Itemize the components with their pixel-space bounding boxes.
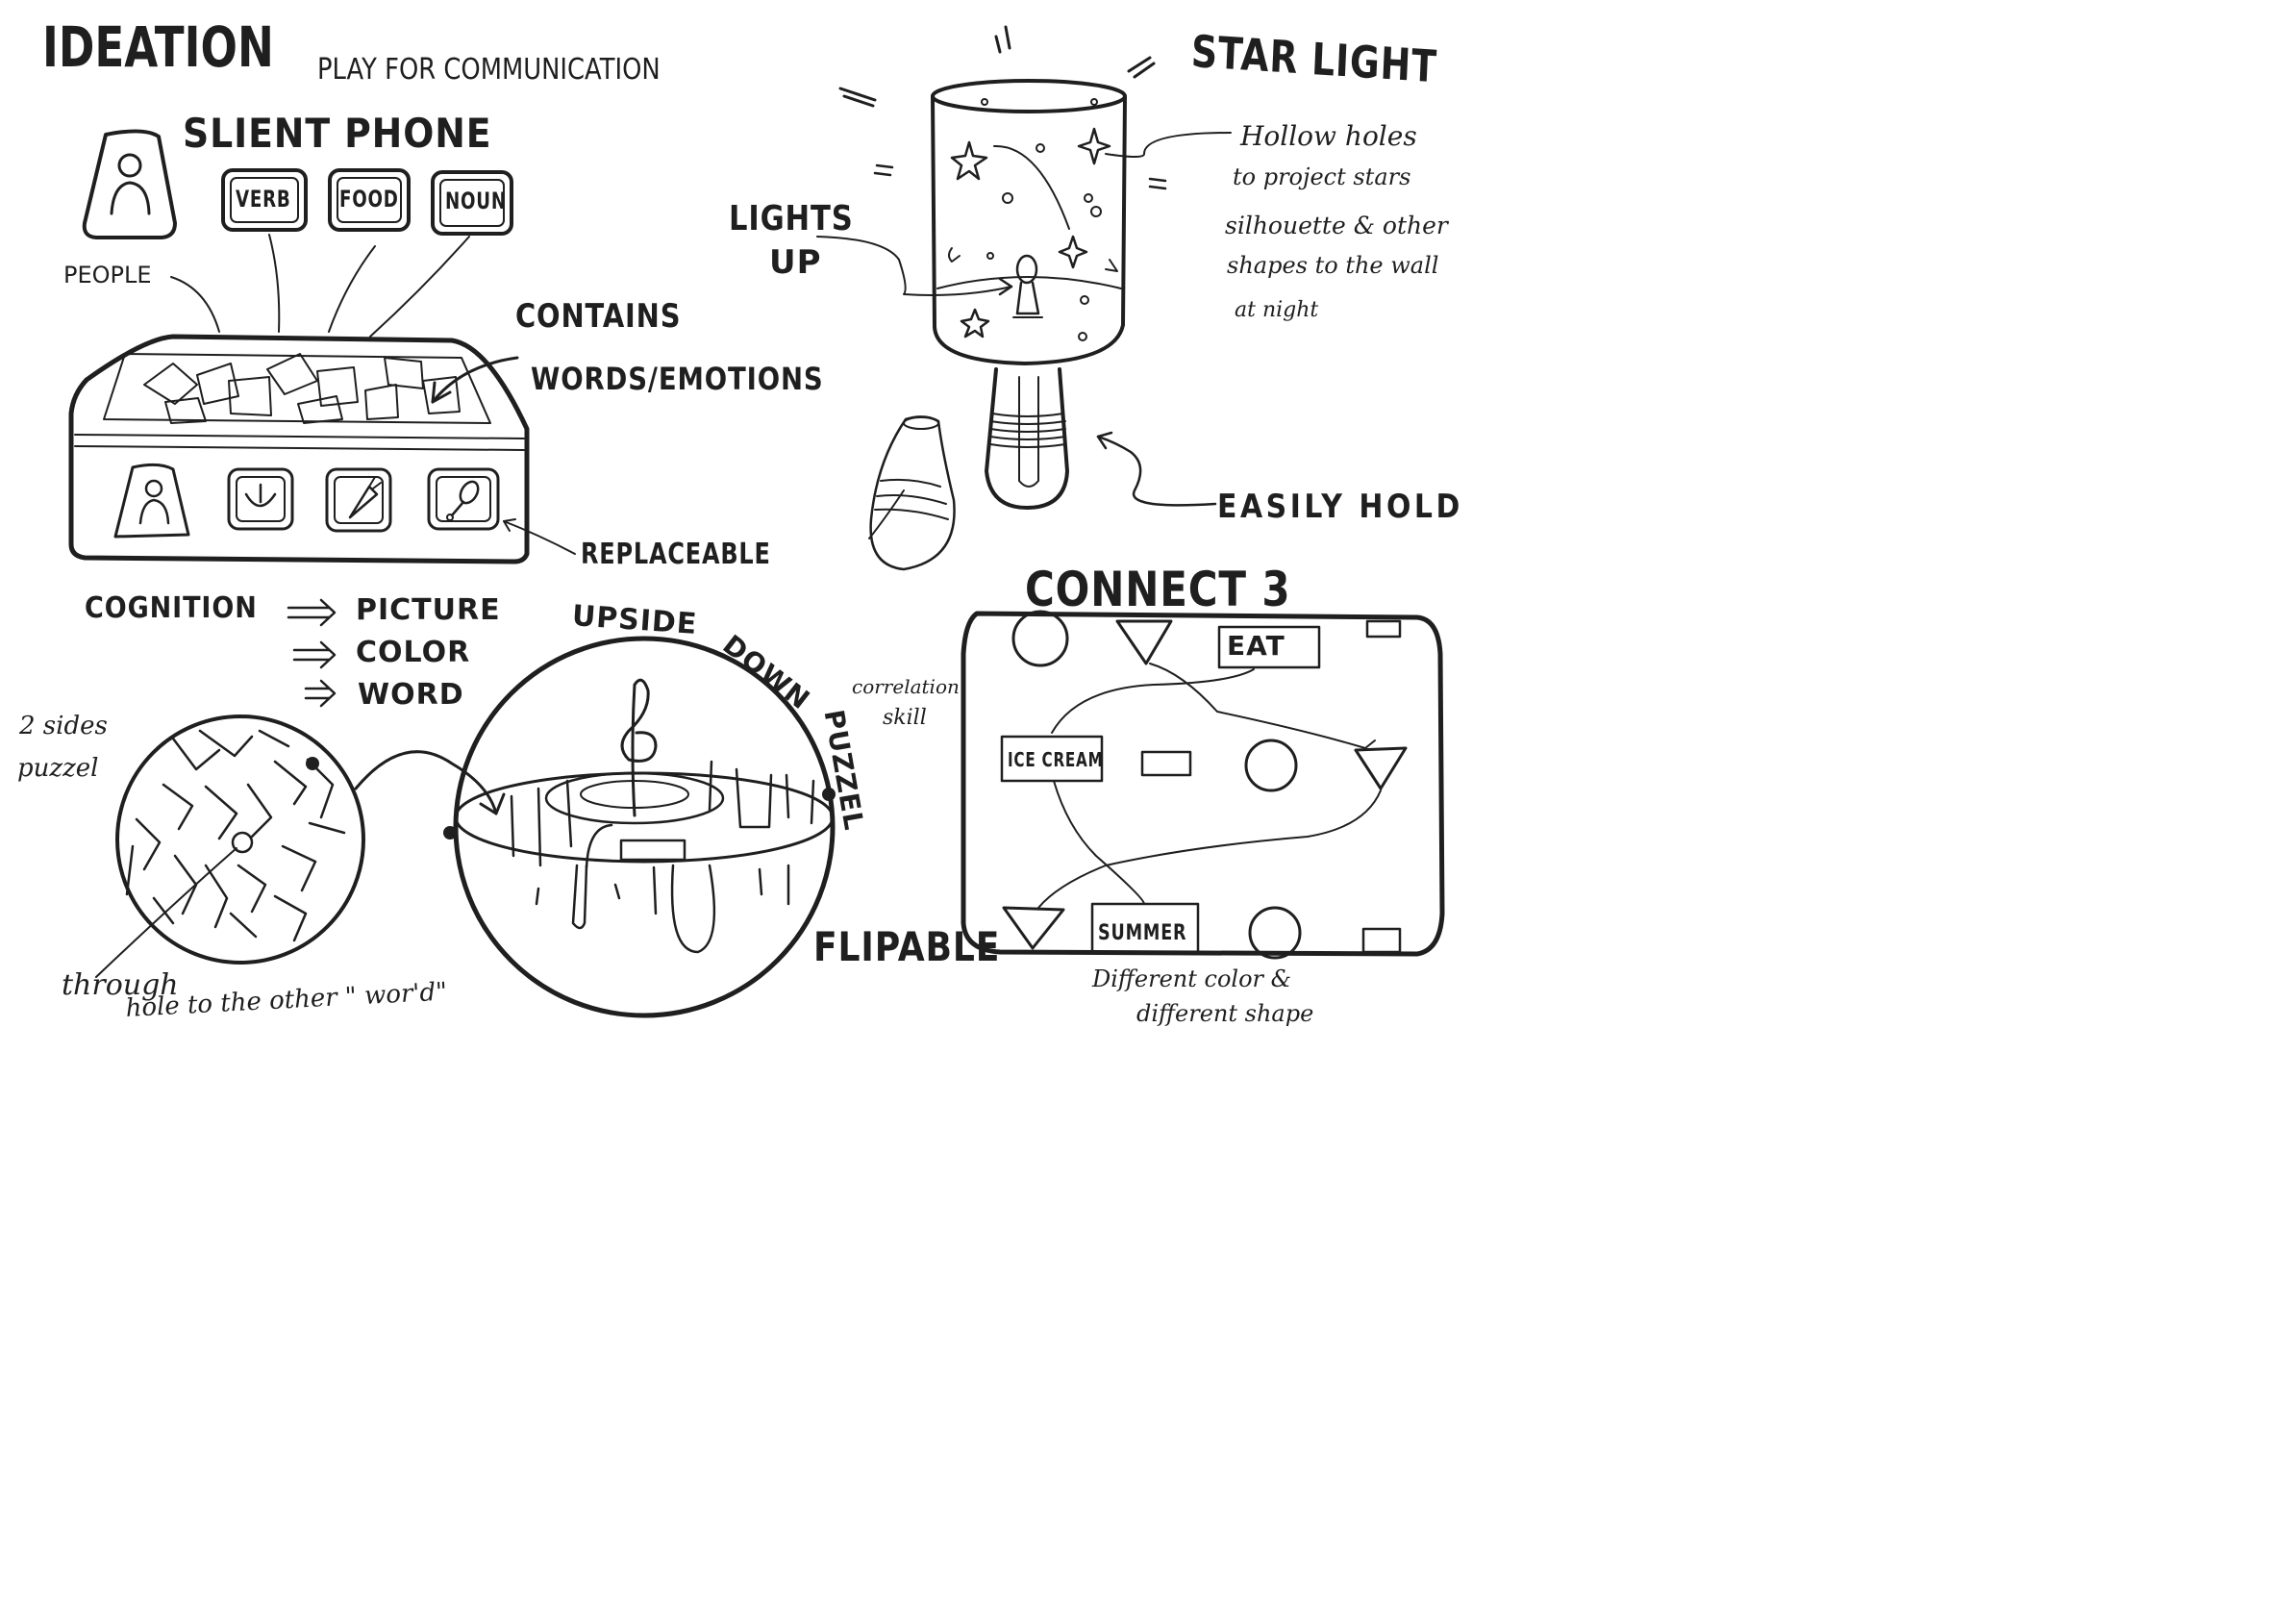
card-summer-label: SUMMER <box>1098 921 1187 945</box>
verb-card <box>221 168 308 232</box>
cognition-item-picture: PICTURE <box>356 593 501 627</box>
carrot-icon <box>348 485 379 519</box>
connect3-board <box>961 610 1445 960</box>
page-title: IDEATION <box>42 14 274 80</box>
two-sides-puzzle <box>95 714 365 978</box>
cognition-item-word: WORD <box>358 678 464 712</box>
person-icon <box>117 153 142 178</box>
sketch-canvas: IDEATION PLAY FOR COMMUNICATION SLIENT P… <box>0 0 1484 1054</box>
correlation-label: correlation <box>852 675 960 698</box>
card-ice-cream-label: ICE CREAM <box>1008 748 1104 771</box>
sketch-drawing <box>68 25 1445 1018</box>
person-button <box>113 463 190 539</box>
silent-phone-sketch <box>68 129 576 564</box>
treble-clef-icon <box>620 678 658 817</box>
card-eat-label: EAT <box>1227 630 1285 662</box>
puzzle-arrow <box>354 750 498 815</box>
smile-button <box>227 467 294 531</box>
easily-hold-label: EASILY HOLD <box>1217 488 1463 526</box>
people-label: PEOPLE <box>63 262 152 288</box>
upside-down-puzzle <box>443 636 836 1018</box>
upside-label: UPSIDE <box>570 599 699 642</box>
lights-up-label-2: UP <box>769 243 822 282</box>
drumstick-button <box>427 467 500 531</box>
food-card <box>328 168 411 232</box>
cognition-label: COGNITION <box>85 591 258 625</box>
two-sides-label-2: puzzel <box>17 754 99 783</box>
starlight-note-4: shapes to the wall <box>1227 252 1439 279</box>
connect3-title: CONNECT 3 <box>1025 562 1291 617</box>
starlight-lamp <box>816 25 1232 571</box>
through-label-1: through <box>62 968 179 1002</box>
cognition-item-color: COLOR <box>356 636 471 669</box>
cognition-arrows <box>287 598 337 708</box>
skill-label: skill <box>883 706 927 730</box>
noun-card <box>431 170 513 236</box>
smile-icon <box>244 492 277 508</box>
starlight-note-1: Hollow holes <box>1240 120 1417 152</box>
food-label: FOOD <box>339 186 399 213</box>
lights-up-label-1: LIGHTS <box>729 199 854 238</box>
starlight-note-2: to project stars <box>1233 163 1411 190</box>
verb-label: VERB <box>236 186 291 213</box>
connect3-note-2: different shape <box>1136 1000 1314 1027</box>
silent-phone-title: SLIENT PHONE <box>183 110 492 157</box>
carrot-button <box>325 467 392 533</box>
drumstick-icon <box>459 480 480 505</box>
noun-label: NOUN <box>445 188 507 214</box>
starlight-note-5: at night <box>1235 298 1319 322</box>
two-sides-label-1: 2 sides <box>19 712 108 740</box>
words-emotions-label: WORDS/EMOTIONS <box>531 361 824 397</box>
page-subtitle: PLAY FOR COMMUNICATION <box>317 53 661 87</box>
contains-label: CONTAINS <box>515 297 682 336</box>
star-icon <box>950 140 988 181</box>
connect3-note-1: Different color & <box>1092 965 1292 992</box>
flipable-label: FLIPABLE <box>813 923 1001 970</box>
starlight-note-3: silhouette & other <box>1225 212 1448 239</box>
people-card <box>82 129 177 239</box>
replaceable-label: REPLACEABLE <box>581 538 771 571</box>
